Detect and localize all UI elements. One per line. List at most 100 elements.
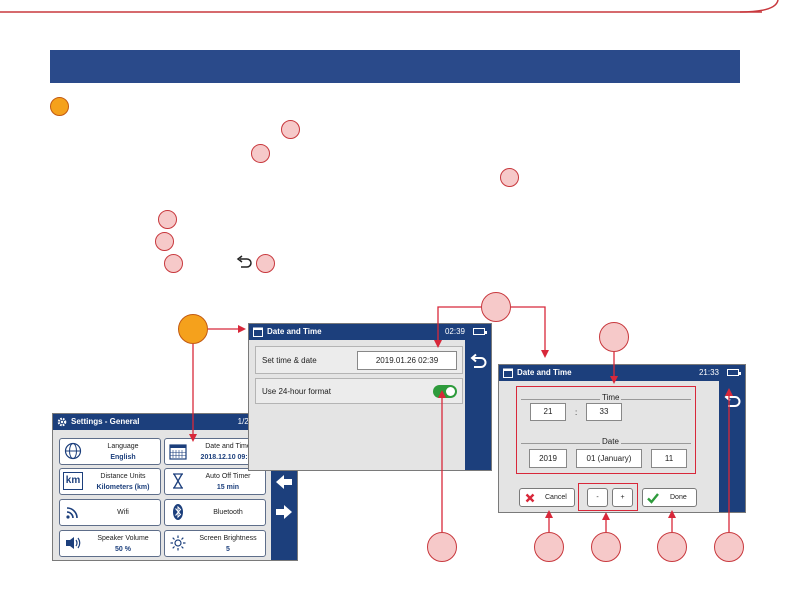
minute-value: 33 (599, 407, 609, 416)
calendar-icon (169, 444, 187, 460)
figure-callout-stepper (591, 532, 621, 562)
auto-off-timer-tile[interactable]: Auto Off Timer 15 min (164, 468, 266, 495)
date-time-clock: 02:39 (444, 327, 465, 336)
wifi-tile[interactable]: Wifi (59, 499, 161, 526)
set-time-date-value: 2019.01.26 02:39 (375, 356, 439, 365)
bluetooth-tile[interactable]: Bluetooth (164, 499, 266, 526)
tile-value: 5 (226, 546, 230, 553)
month-value: 01 (January) (586, 454, 632, 463)
figure-callout-toggle (427, 532, 457, 562)
date-time-sidebar (465, 340, 491, 470)
speaker-icon (66, 537, 81, 549)
time-separator: : (575, 408, 578, 417)
step-callout-1 (281, 120, 300, 139)
decrement-button[interactable]: - (587, 488, 608, 507)
tile-name: Distance Units (100, 473, 146, 480)
calendar-icon (253, 327, 263, 337)
figure-callout-settings (178, 314, 208, 344)
day-value: 11 (664, 454, 674, 463)
decrement-label: - (596, 494, 599, 501)
next-page-button[interactable] (274, 502, 294, 522)
figure-callout-fields (599, 322, 629, 352)
increment-label: + (620, 494, 625, 501)
tile-name: Date and Time (205, 443, 251, 450)
date-time-title: Date and Time (267, 327, 322, 336)
tile-value: 2018.12.10 09:38 (200, 454, 256, 461)
tile-name: Speaker Volume (97, 535, 149, 542)
back-button[interactable] (468, 352, 488, 372)
edit-date-time-screen: Date and Time 21:33 Time 21 : 33 Date 20… (498, 364, 746, 513)
figure-callout-cancel (534, 532, 564, 562)
screen-brightness-tile[interactable]: Screen Brightness 5 (164, 530, 266, 557)
date-legend: Date (600, 437, 621, 446)
tile-value: Kilometers (km) (96, 484, 150, 491)
year-value: 2019 (539, 454, 557, 463)
24-hour-format-toggle[interactable] (433, 385, 457, 398)
edit-clock: 21:33 (698, 368, 719, 377)
edit-titlebar: Date and Time 21:33 (499, 365, 745, 381)
step-callout-3 (500, 168, 519, 187)
cancel-label: Cancel (545, 494, 567, 501)
cancel-button[interactable]: Cancel (519, 488, 575, 507)
close-icon (525, 493, 535, 503)
top-rule (0, 0, 779, 13)
tile-value: English (110, 454, 136, 461)
step-callout-5 (155, 232, 174, 251)
stepper-highlight (578, 483, 638, 511)
tile-value: 50 % (115, 546, 131, 553)
set-time-date-row: Set time & date 2019.01.26 02:39 (255, 346, 463, 374)
tile-value: 15 min (216, 484, 240, 491)
minute-field[interactable]: 33 (586, 403, 622, 421)
24-hour-format-label: Use 24-hour format (262, 387, 331, 396)
calendar-icon (503, 368, 513, 378)
step-callout-4 (158, 210, 177, 229)
done-label: Done (670, 494, 687, 501)
checkmark-icon (647, 493, 659, 504)
edit-title: Date and Time (517, 368, 572, 377)
back-arrow-icon (236, 255, 252, 268)
step-callout-main (50, 97, 69, 116)
day-field[interactable]: 11 (651, 449, 687, 468)
hour-value: 21 (543, 407, 553, 416)
battery-icon (727, 369, 741, 376)
tile-name: Bluetooth (213, 509, 243, 516)
tile-name: Screen Brightness (199, 535, 257, 542)
figure-callout-done (657, 532, 687, 562)
previous-page-button[interactable] (274, 472, 294, 492)
tile-name: Auto Off Timer (205, 473, 251, 480)
step-callout-6 (164, 254, 183, 273)
tile-name: Language (107, 443, 139, 450)
distance-units-tile[interactable]: km Distance Units Kilometers (km) (59, 468, 161, 495)
section-header-band (50, 50, 740, 83)
set-time-date-field[interactable]: 2019.01.26 02:39 (357, 351, 457, 370)
tile-name: Wifi (117, 509, 129, 516)
month-field[interactable]: 01 (January) (576, 449, 642, 468)
date-time-screen: Date and Time 02:39 Set time & date 2019… (248, 323, 492, 471)
km-icon: km (63, 472, 83, 490)
figure-callout-screens (481, 292, 511, 322)
24-hour-format-row: Use 24-hour format (255, 378, 463, 404)
brightness-icon (170, 535, 186, 551)
edit-sidebar (719, 381, 745, 512)
year-field[interactable]: 2019 (529, 449, 567, 468)
hour-field[interactable]: 21 (530, 403, 566, 421)
battery-icon (473, 328, 487, 335)
bluetooth-icon (173, 504, 183, 520)
hourglass-icon (173, 473, 183, 489)
set-time-date-label: Set time & date (262, 356, 317, 365)
done-button[interactable]: Done (642, 488, 697, 507)
step-callout-2 (251, 144, 270, 163)
wifi-icon (66, 507, 78, 519)
back-button[interactable] (722, 391, 742, 411)
time-legend: Time (600, 393, 622, 402)
figure-callout-back (714, 532, 744, 562)
increment-button[interactable]: + (612, 488, 633, 507)
date-time-titlebar: Date and Time 02:39 (249, 324, 491, 340)
language-tile[interactable]: Language English (59, 438, 161, 465)
speaker-volume-tile[interactable]: Speaker Volume 50 % (59, 530, 161, 557)
time-date-fields-highlight (516, 386, 696, 474)
gear-icon (57, 417, 67, 427)
globe-icon (64, 442, 82, 460)
settings-title: Settings - General (71, 417, 140, 426)
